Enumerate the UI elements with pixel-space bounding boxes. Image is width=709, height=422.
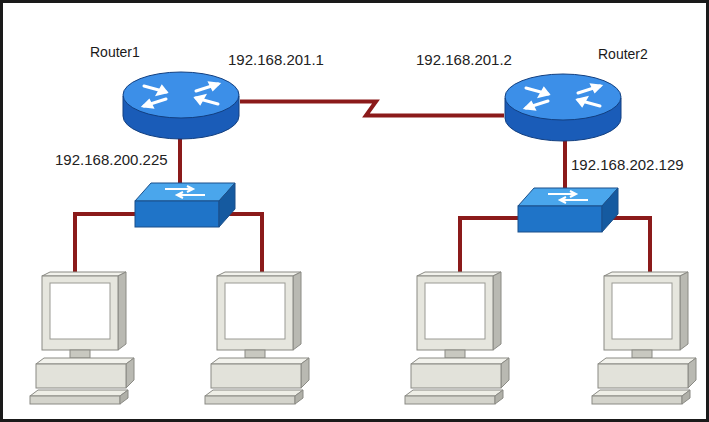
pc-symbol: [205, 272, 309, 404]
ip-address: 192.168.201.1: [228, 51, 324, 68]
router-symbol: [504, 72, 622, 142]
router: Router1: [122, 70, 240, 140]
switch-symbol: [518, 188, 618, 232]
ip-address: 192.168.202.129: [571, 156, 684, 173]
wire: [563, 140, 567, 190]
pc-symbol: [405, 272, 509, 404]
pc-symbol: [30, 272, 134, 404]
router-name: Router2: [598, 46, 648, 62]
router-symbol: [122, 70, 240, 140]
router-name: Router1: [90, 44, 140, 60]
switch-symbol: [135, 183, 235, 227]
wire: [178, 138, 182, 186]
ip-address: 192.168.201.2: [416, 51, 512, 68]
serial-link: [240, 102, 504, 116]
ip-address: 192.168.200.225: [55, 151, 168, 168]
router: Router2: [504, 72, 622, 142]
pc-symbol: [592, 272, 696, 404]
